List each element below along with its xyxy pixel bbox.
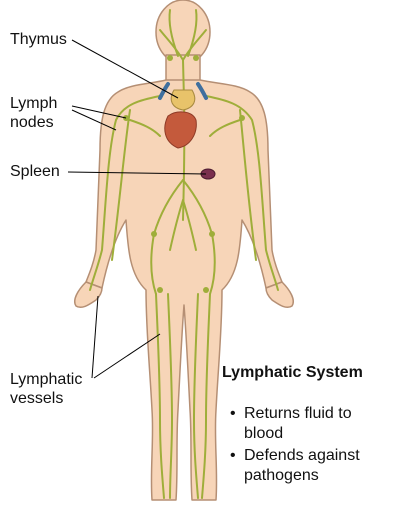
blood-vessels [158, 82, 208, 100]
label-spleen: Spleen [10, 163, 60, 180]
info-bullet: Returns fluid to blood [230, 404, 360, 444]
label-lymphatic-vessels: Lymphatic vessels [10, 370, 82, 408]
info-bullet-line: pathogens [244, 467, 319, 484]
label-lymphatic-vessels-line-2: vessels [10, 390, 64, 407]
info-bullet-list: Returns fluid to blood Defends against p… [230, 404, 360, 488]
label-lymphatic-vessels-line-1: Lymphatic [10, 371, 83, 388]
info-bullet-line: Returns fluid to [244, 405, 352, 422]
info-bullet-line: blood [244, 425, 284, 442]
label-lymph-nodes-line-2: nodes [10, 114, 54, 131]
info-bullet-line: Defends against [244, 447, 360, 464]
lymphatic-vessel-network [89, 9, 279, 499]
label-leader-lines [67, 39, 207, 379]
label-lymph-nodes-line-1: Lymph [10, 95, 58, 112]
label-thymus: Thymus [10, 31, 67, 48]
heart-organ [164, 111, 197, 149]
thymus-organ [170, 89, 196, 111]
info-bullet: Defends against pathogens [230, 446, 360, 486]
label-lymph-nodes: Lymph nodes [10, 94, 57, 132]
info-title: Lymphatic System [222, 364, 363, 381]
